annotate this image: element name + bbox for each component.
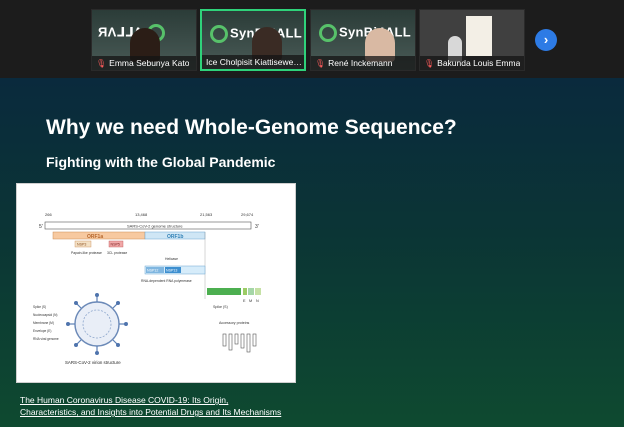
name-bar: 🎙 Emma Sebunya Kato (92, 56, 196, 70)
orf1b-label: ORF1b (167, 234, 183, 240)
participant-tile-1[interactable]: ЯΛ⅃⅃Λ 🎙 Emma Sebunya Kato (91, 9, 197, 71)
three-prime: 3' (255, 224, 259, 230)
membrane-label: Membrane (M) (33, 321, 54, 325)
pos-end: 29,674 (241, 212, 254, 217)
envelope-label: Envelope (E) (33, 329, 51, 333)
genome-bar (44, 221, 252, 230)
papain-label: Papain-like protease (71, 251, 102, 255)
gear-icon (210, 25, 228, 43)
virion-graphic (66, 293, 128, 355)
e-label: E (243, 299, 246, 303)
cl3-label: 3CL protease (107, 251, 127, 255)
figure-caption-link[interactable]: The Human Coronavirus Disease COVID-19: … (20, 394, 281, 418)
slide-title: Why we need Whole-Genome Sequence? (46, 116, 457, 139)
genome-label: SARS-CoV-2 genome structure (127, 224, 183, 229)
pos-mid: 13,468 (135, 212, 148, 217)
nucleocapsid-label: Nucleocapsid (N) (33, 313, 57, 317)
presentation-slide: Why we need Whole-Genome Sequence? Fight… (0, 78, 624, 427)
participant-strip: ЯΛ⅃⅃Λ 🎙 Emma Sebunya Kato SynBi4ALL Ice … (0, 0, 624, 78)
caption-line-1: The Human Coronavirus Disease COVID-19: … (20, 395, 229, 405)
nsp3-label: NSP3 (77, 243, 86, 247)
spike-bar (207, 288, 241, 295)
orf1a-label: ORF1a (87, 234, 103, 240)
nsp5-box (108, 240, 124, 248)
participant-tile-3[interactable]: SynBi4ALL 🎙 René Inckemann (310, 9, 416, 71)
n-label: N (256, 299, 259, 303)
e-bar (243, 288, 247, 295)
nsp3-box (74, 240, 92, 248)
mic-off-icon: 🎙 (96, 58, 107, 68)
n-bar (255, 288, 261, 295)
slide-subtitle: Fighting with the Global Pandemic (46, 154, 276, 170)
mic-off-icon: 🎙 (315, 58, 326, 68)
genome-diagram: 266 13,468 21,563 29,674 5' SARS-CoV-2 g… (33, 212, 261, 365)
name-bar: 🎙 René Inckemann (311, 56, 415, 70)
rna-genome-label: RNA viral genome (33, 337, 59, 341)
accessory-label: Accessory proteins (219, 321, 250, 325)
chevron-right-icon: › (543, 32, 549, 47)
pos-start: 266 (45, 212, 52, 217)
participant-name: Emma Sebunya Kato (109, 58, 190, 68)
name-bar: Ice Cholpisit Kiattisewee, ... (202, 55, 304, 69)
virion-title: SARS-CoV-2 virion structure (65, 360, 121, 365)
participant-name: Bakunda Louis Emma (437, 58, 521, 68)
name-bar: 🎙 Bakunda Louis Emma (420, 56, 524, 70)
spike-label: Spike (S) (213, 305, 228, 309)
participant-name: Ice Cholpisit Kiattisewee, ... (206, 57, 304, 67)
document-image (466, 16, 492, 56)
nsp12-box (146, 267, 164, 273)
nsp13-box (165, 267, 181, 273)
nsp13-label: NSP13 (166, 269, 177, 273)
pos-21: 21,563 (200, 212, 213, 217)
nsp5-label: NSP5 (111, 243, 120, 247)
m-bar (248, 288, 254, 295)
participant-video (448, 36, 462, 62)
genome-figure: 266 13,468 21,563 29,674 5' SARS-CoV-2 g… (16, 183, 296, 383)
mic-off-icon: 🎙 (424, 58, 435, 68)
helicase-label: Helicase (165, 257, 178, 261)
participant-tile-2[interactable]: SynBi4ALL Ice Cholpisit Kiattisewee, ... (200, 9, 306, 71)
accessory-proteins (222, 333, 257, 353)
spike-s-label: Spike (S) (33, 305, 46, 309)
rdrp-label: RNA-dependent RNA polymerase (141, 279, 192, 283)
five-prime: 5' (39, 224, 43, 230)
nsp12-label: NSP12 (147, 269, 158, 273)
gear-icon (319, 24, 337, 42)
caption-line-2: Characteristics, and Insights into Poten… (20, 407, 282, 417)
m-label: M (249, 299, 252, 303)
participant-name: René Inckemann (328, 58, 393, 68)
participant-tile-4[interactable]: 🎙 Bakunda Louis Emma (419, 9, 525, 71)
next-participants-button[interactable]: › (535, 29, 557, 51)
